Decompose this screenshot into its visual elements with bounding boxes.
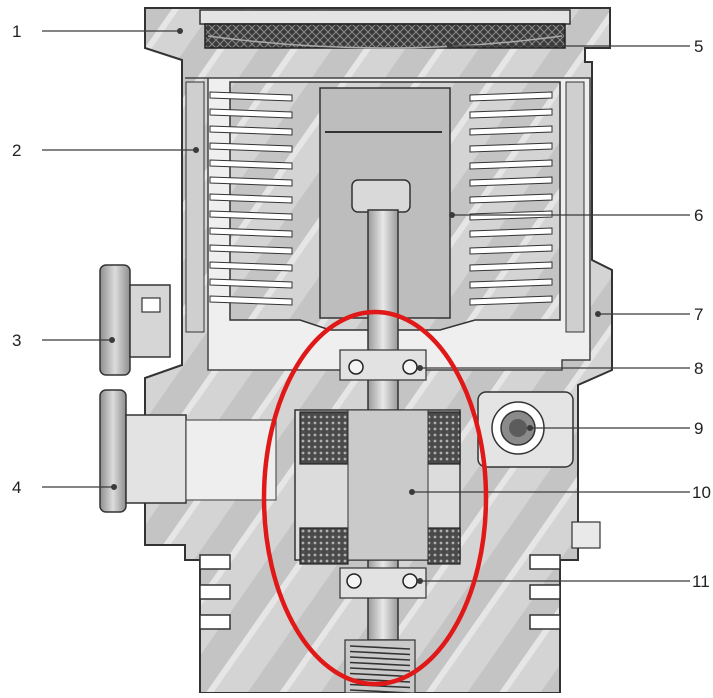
rotor-blade: [209, 142, 293, 153]
callout-6: 6: [694, 206, 703, 225]
rotor-blade: [469, 261, 553, 272]
rotor-blade: [209, 125, 293, 136]
bottom-spring: [344, 639, 416, 694]
upper-bearing: [339, 349, 427, 381]
rotor-blade: [469, 159, 553, 170]
rotor-blade: [209, 176, 293, 187]
spring-coil: [349, 672, 411, 678]
rotor-blade: [469, 176, 553, 187]
inlet-screen: [204, 23, 566, 49]
rotor-blade: [469, 244, 553, 255]
rotor-blade: [469, 142, 553, 153]
rotor-blade: [469, 295, 553, 306]
callout-3: 3: [12, 331, 21, 350]
housing-screw: [571, 521, 601, 549]
spring-coil: [349, 656, 411, 661]
rotor-blade: [469, 278, 553, 289]
lower-bearing: [339, 567, 427, 599]
rotor-blades: [209, 91, 553, 306]
rotor-blade: [209, 295, 293, 306]
spring-coil: [349, 645, 411, 650]
vent-port: [99, 264, 171, 376]
rotor-blade: [209, 193, 293, 204]
callout-1: 1: [12, 22, 21, 41]
callout-2: 2: [12, 141, 21, 160]
inlet-flange: [199, 9, 571, 49]
callout-5: 5: [694, 37, 703, 56]
rotor-blade: [209, 278, 293, 289]
callout-labels: 1 2 3 4 5 6 7 8 9 10 11: [12, 22, 711, 591]
callout-7: 7: [694, 305, 703, 324]
rotor-blade: [469, 125, 553, 136]
rotor-blade: [209, 108, 293, 119]
callout-10: 10: [692, 483, 711, 502]
spring-coil: [349, 650, 411, 656]
rotor-blade: [469, 91, 553, 102]
callout-11: 11: [692, 572, 710, 591]
leader-lines: [42, 28, 690, 584]
rotor-blade: [209, 210, 293, 221]
rotor-blade: [469, 108, 553, 119]
water-connection: [477, 391, 574, 468]
callout-8: 8: [694, 359, 703, 378]
spring-coil: [349, 661, 411, 667]
rotor-blade: [209, 261, 293, 272]
rotor-blade: [209, 159, 293, 170]
callout-9: 9: [694, 419, 703, 438]
callout-4: 4: [12, 478, 21, 497]
rotor-blade: [209, 244, 293, 255]
rotor-blade: [209, 227, 293, 238]
forevacuum-port: [99, 389, 277, 513]
rotor-blade: [469, 227, 553, 238]
rotor-nut: [351, 179, 411, 213]
spring-coil: [349, 667, 411, 672]
rotor-blade: [209, 91, 293, 102]
motor: [294, 409, 461, 565]
stator-rings: [185, 81, 585, 333]
rotor-blade: [469, 193, 553, 204]
cooling-fins: [199, 554, 561, 630]
highlight-ellipse: [261, 309, 489, 687]
